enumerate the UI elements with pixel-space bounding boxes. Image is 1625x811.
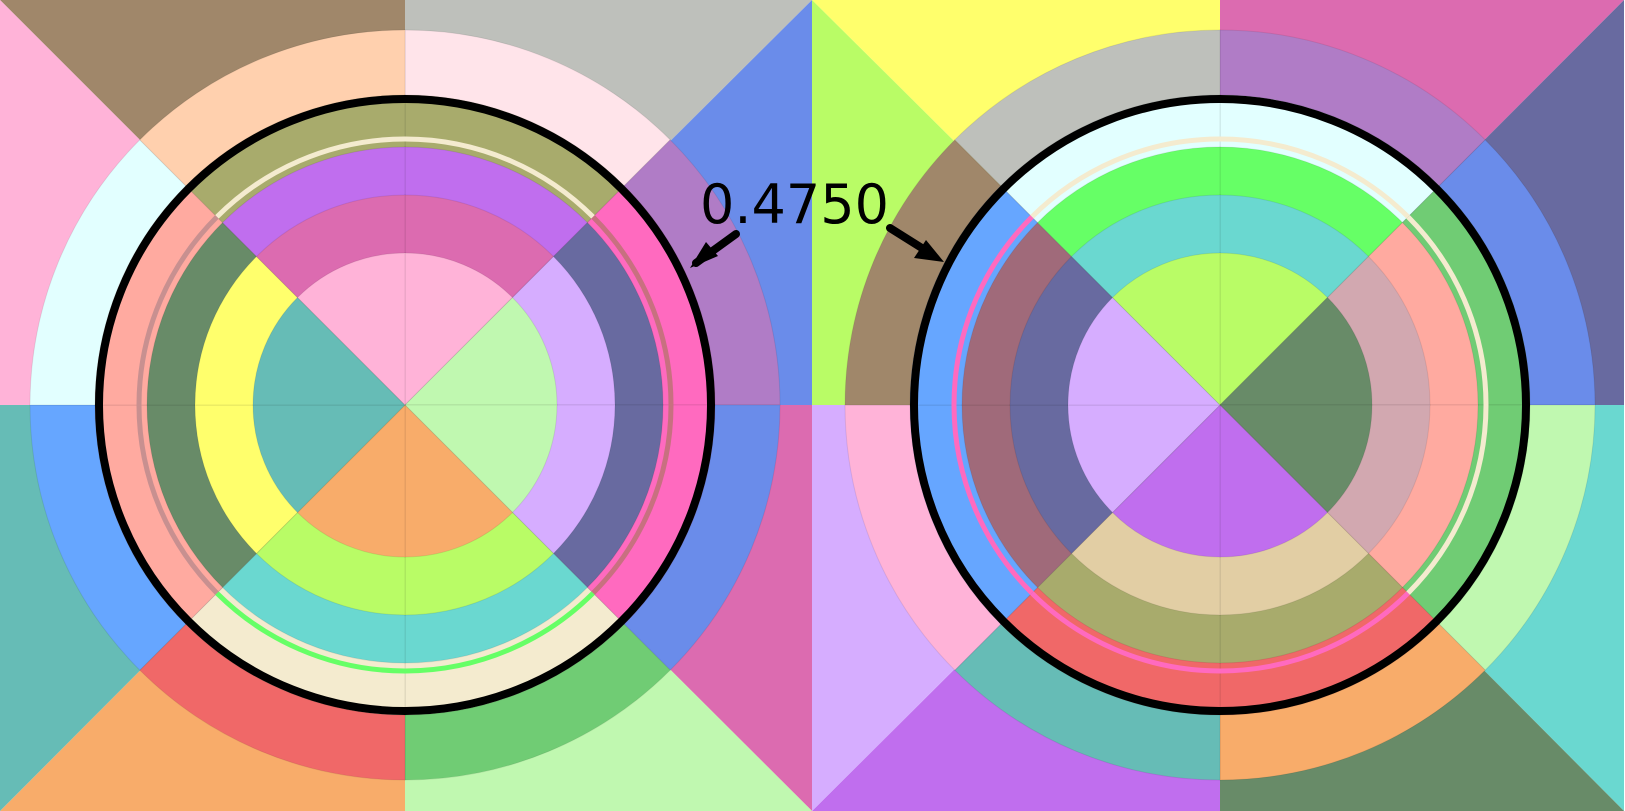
- inner-disc-wedge: [404, 403, 514, 558]
- outline-circle: [910, 95, 1530, 715]
- inner-disc-wedge: [252, 296, 407, 406]
- inner-disc-wedge: [1111, 252, 1221, 407]
- inner-disc-wedge: [1219, 403, 1329, 558]
- left-ring-panel: [0, 0, 812, 811]
- inner-disc-wedge: [403, 296, 558, 406]
- thin-ring-arc: [215, 591, 595, 674]
- inner-disc-wedge: [1218, 404, 1373, 514]
- inner-disc-wedge: [1067, 404, 1222, 514]
- thin-ring-arc: [951, 215, 1034, 595]
- thin-ring-arc: [591, 215, 674, 595]
- thin-ring-arc: [1030, 136, 1410, 219]
- thin-ring-arc: [136, 215, 219, 595]
- thin-ring-arc: [215, 136, 595, 219]
- thin-ring-arc: [1406, 215, 1489, 595]
- readout-arrows: [690, 224, 944, 268]
- inner-disc-wedge: [403, 404, 558, 514]
- right-pointer-arrow: [886, 224, 929, 254]
- inner-disc-wedge: [296, 252, 406, 407]
- right-ring-panel: [812, 0, 1624, 811]
- value-readout: 0.4750: [700, 173, 889, 236]
- outline-circle: [95, 95, 715, 715]
- inner-disc-wedge: [1111, 403, 1221, 558]
- inner-disc-wedge: [296, 403, 406, 558]
- thin-ring-arc: [1030, 591, 1410, 674]
- inner-disc-wedge: [404, 252, 514, 407]
- inner-disc-wedge: [1219, 252, 1329, 407]
- right-arrowhead: [914, 240, 944, 262]
- inner-disc-wedge: [1067, 296, 1222, 406]
- inner-disc-wedge: [1218, 296, 1373, 406]
- left-arrowhead: [690, 242, 718, 268]
- inner-disc-wedge: [252, 404, 407, 514]
